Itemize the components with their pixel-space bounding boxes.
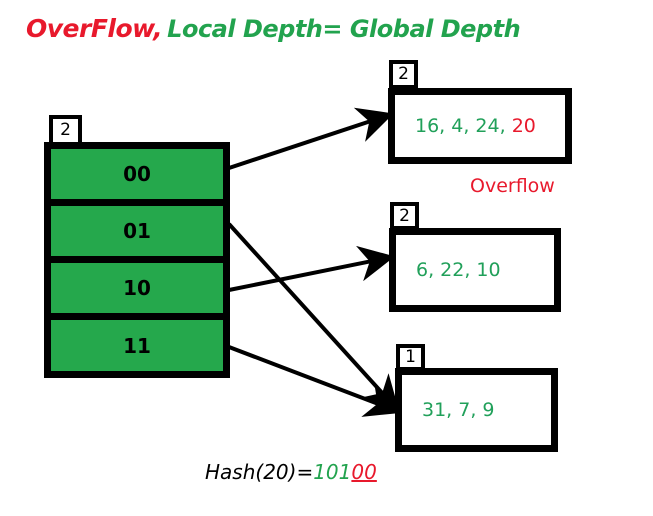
bucket-0-keys: 16, 4, 24, [415, 115, 506, 137]
bucket-2-local-depth-badge: 1 [396, 344, 425, 371]
overflow-label: Overflow [470, 175, 555, 197]
directory-entry-01[interactable]: 01 [51, 206, 223, 256]
directory-table: 00 01 10 11 [44, 142, 230, 378]
bucket-1-local-depth-badge: 2 [390, 202, 419, 230]
bucket-1-keys: 6, 22, 10 [416, 259, 501, 281]
bucket-2[interactable]: 31, 7, 9 [395, 368, 558, 452]
title-overflow-word: OverFlow, [26, 14, 163, 43]
directory-entry-10[interactable]: 10 [51, 263, 223, 313]
hash-caption-prefix: Hash(20)= [205, 460, 314, 484]
hash-caption: Hash(20)=10100 [205, 460, 377, 484]
bucket-1[interactable]: 6, 22, 10 [389, 228, 561, 312]
hash-caption-green-bits: 101 [313, 460, 352, 484]
directory-rows: 00 01 10 11 [51, 149, 223, 371]
arrow-dir01-to-bucket2 [227, 222, 400, 412]
bucket-2-keys: 31, 7, 9 [422, 399, 495, 421]
title-depth-equation: Local Depth= Global Depth [167, 15, 521, 43]
arrow-dir11-to-bucket2 [228, 345, 402, 417]
arrow-dir10-to-bucket1 [228, 245, 395, 292]
directory-entry-00[interactable]: 00 [51, 149, 223, 199]
page-title: OverFlow,Local Depth= Global Depth [26, 14, 521, 43]
bucket-0-overflow-key: 20 [511, 115, 536, 137]
bucket-0-local-depth-badge: 2 [389, 60, 418, 89]
bucket-1-values: 6, 22, 10 [396, 259, 501, 281]
global-depth-badge: 2 [49, 115, 82, 146]
arrow-dir00-to-bucket0 [228, 107, 394, 170]
hash-caption-red-bits: 00 [351, 460, 377, 484]
bucket-0[interactable]: 16, 4, 24, 20 [388, 88, 572, 164]
bucket-0-values: 16, 4, 24, 20 [395, 115, 536, 137]
bucket-2-values: 31, 7, 9 [402, 399, 495, 421]
directory-entry-11[interactable]: 11 [51, 320, 223, 371]
